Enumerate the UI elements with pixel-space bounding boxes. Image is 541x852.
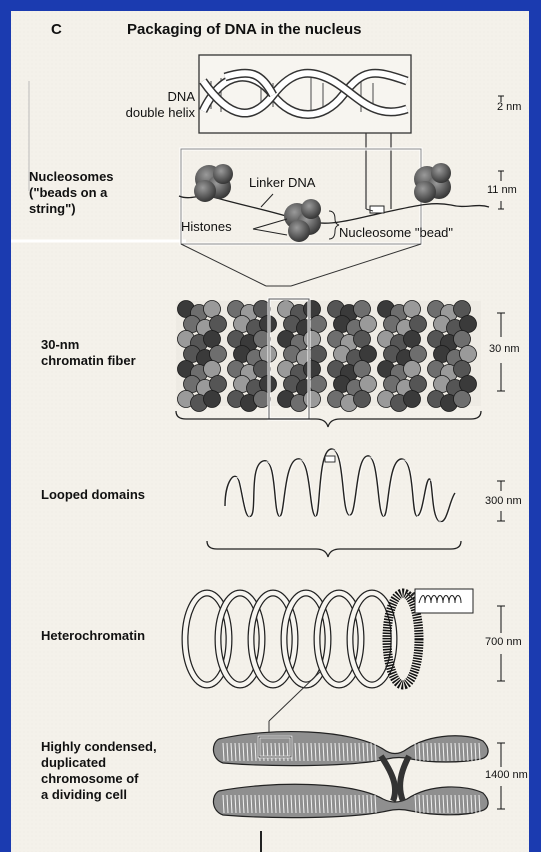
- fiber-nucleosome: [410, 346, 427, 363]
- fiber-nucleosome: [304, 391, 321, 408]
- fiber-nucleosome: [204, 361, 221, 378]
- label-nucleosomes: Nucleosomes ("beads on a string"): [29, 169, 114, 217]
- fiber-nucleosome: [204, 331, 221, 348]
- fiber-nucleosome: [460, 346, 477, 363]
- fiber-nucleosome: [204, 391, 221, 408]
- fiber-nucleosome: [460, 376, 477, 393]
- panel-letter: C: [51, 21, 62, 38]
- scale-1400nm: 1400 nm: [485, 769, 528, 781]
- scale-300nm: 300 nm: [485, 495, 522, 507]
- label-nucleosome-bead: Nucleosome "bead": [339, 225, 453, 240]
- fiber-nucleosome: [454, 391, 471, 408]
- fiber-nucleosome: [404, 331, 421, 348]
- label-dna-line2: double helix: [126, 105, 195, 120]
- fiber-nucleosome: [210, 316, 227, 333]
- fiber-nucleosome: [304, 301, 321, 318]
- fiber-nucleosome: [404, 301, 421, 318]
- fiber-nucleosome: [204, 301, 221, 318]
- label-heterochromatin: Heterochromatin: [41, 628, 145, 643]
- label-nucleosomes-line3: string"): [29, 201, 76, 216]
- fiber-nucleosome: [304, 361, 321, 378]
- fiber-nucleosome: [454, 361, 471, 378]
- scale-11nm: 11 nm: [487, 184, 517, 196]
- label-chromosome: Highly condensed, duplicated chromosome …: [41, 739, 157, 803]
- fiber-nucleosome: [304, 331, 321, 348]
- label-looped-domains: Looped domains: [41, 487, 145, 502]
- fiber-nucleosome: [410, 376, 427, 393]
- figure-title: Packaging of DNA in the nucleus: [127, 21, 361, 38]
- fiber-nucleosome: [310, 376, 327, 393]
- scale-2nm: 2 nm: [497, 101, 521, 113]
- scale-30nm: 30 nm: [489, 343, 520, 355]
- label-dna-helix: DNA double helix: [121, 89, 195, 121]
- label-chromatin-fiber: 30-nm chromatin fiber: [41, 337, 136, 369]
- fiber-nucleosome: [360, 346, 377, 363]
- fiber-nucleosome: [404, 391, 421, 408]
- label-fiber-line2: chromatin fiber: [41, 353, 136, 368]
- scale-700nm: 700 nm: [485, 636, 522, 648]
- fiber-nucleosome: [454, 331, 471, 348]
- fiber-nucleosome: [410, 316, 427, 333]
- label-linker-dna: Linker DNA: [249, 175, 315, 190]
- fiber-nucleosome: [210, 376, 227, 393]
- label-chromosome-line3: chromosome of: [41, 771, 139, 786]
- label-dna-line1: DNA: [168, 89, 195, 104]
- fiber-nucleosome: [360, 376, 377, 393]
- fiber-nucleosome: [310, 316, 327, 333]
- label-chromosome-line2: duplicated: [41, 755, 106, 770]
- fiber-nucleosome: [454, 301, 471, 318]
- fiber-nucleosome: [360, 316, 377, 333]
- fiber-nucleosome: [354, 301, 371, 318]
- label-chromosome-line1: Highly condensed,: [41, 739, 157, 754]
- nucleosome-bead: [414, 163, 451, 203]
- label-nucleosomes-line2: ("beads on a: [29, 185, 107, 200]
- fiber-nucleosome: [354, 361, 371, 378]
- figure-page: C Packaging of DNA in the nucleus DNA do…: [11, 11, 529, 852]
- fiber-nucleosome: [460, 316, 477, 333]
- fiber-nucleosome: [354, 331, 371, 348]
- label-histones: Histones: [181, 219, 232, 234]
- label-nucleosomes-line1: Nucleosomes: [29, 169, 114, 184]
- fiber-nucleosome: [354, 391, 371, 408]
- diagram-canvas: [11, 11, 529, 852]
- label-fiber-line1: 30-nm: [41, 337, 79, 352]
- fiber-nucleosome: [310, 346, 327, 363]
- label-chromosome-line4: a dividing cell: [41, 787, 127, 802]
- fiber-nucleosome: [210, 346, 227, 363]
- fiber-nucleosome: [404, 361, 421, 378]
